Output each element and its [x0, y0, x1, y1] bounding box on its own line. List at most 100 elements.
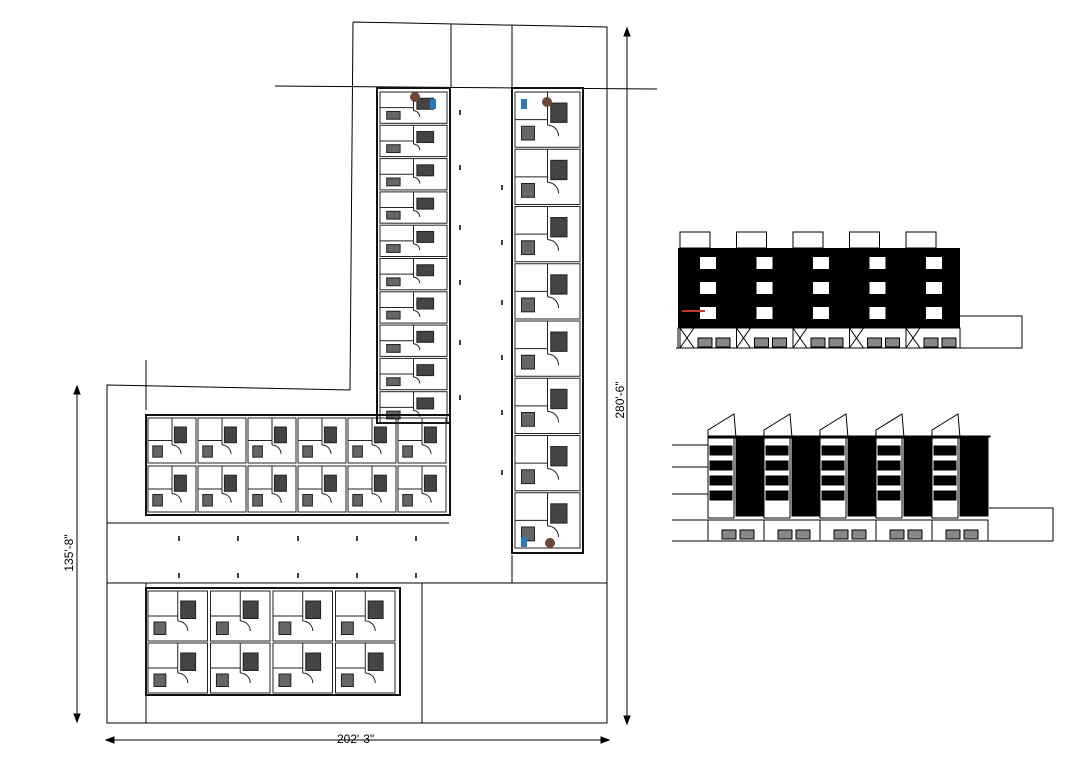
furniture — [416, 164, 435, 177]
furniture — [302, 494, 313, 507]
window-strip — [709, 460, 733, 471]
furniture — [305, 600, 322, 619]
furniture — [242, 600, 259, 619]
car — [885, 337, 900, 348]
car — [907, 529, 923, 540]
furniture — [521, 125, 535, 141]
car — [828, 337, 844, 348]
window-strip — [709, 490, 733, 501]
furniture — [202, 445, 213, 458]
furniture — [521, 412, 535, 427]
window — [700, 257, 716, 269]
door-swing — [240, 672, 251, 684]
car — [754, 337, 769, 348]
furniture — [252, 494, 263, 507]
furniture — [550, 159, 568, 181]
door-swing — [421, 493, 432, 503]
brace — [905, 327, 921, 349]
window — [926, 282, 942, 294]
door-swing — [547, 468, 560, 480]
furniture — [416, 230, 435, 243]
car — [867, 337, 882, 348]
furniture — [550, 102, 568, 123]
door-swing — [413, 409, 421, 417]
window — [813, 257, 829, 269]
window-strip — [821, 445, 845, 456]
furniture — [386, 144, 401, 154]
furniture — [373, 474, 387, 492]
furniture — [223, 474, 237, 492]
door-swing — [421, 444, 432, 455]
window — [756, 257, 773, 269]
south-block — [145, 587, 401, 696]
roof — [819, 413, 849, 439]
window — [756, 282, 773, 294]
car — [941, 337, 957, 348]
furniture — [352, 494, 363, 507]
furniture — [152, 445, 163, 458]
window-strip — [877, 490, 901, 501]
furniture — [302, 445, 313, 458]
site-boundary — [106, 21, 658, 724]
window-strip — [709, 445, 733, 456]
door-swing — [413, 243, 421, 251]
furniture — [402, 445, 413, 458]
car — [963, 529, 979, 540]
door-swing — [413, 110, 421, 118]
car — [739, 529, 755, 540]
parapet — [679, 231, 711, 249]
car — [697, 337, 713, 348]
brace — [792, 327, 808, 349]
car — [923, 337, 939, 348]
door-swing — [221, 493, 232, 503]
brace — [849, 327, 864, 349]
car — [715, 337, 731, 348]
furniture — [305, 652, 322, 671]
furniture — [386, 244, 401, 253]
window — [700, 307, 716, 319]
door-swing — [302, 672, 314, 684]
facade — [959, 435, 989, 517]
door-swing — [171, 493, 182, 503]
parapet — [849, 231, 880, 249]
front-elevation — [676, 231, 1023, 349]
right-height-dimension-label: 280'-6" — [613, 381, 627, 418]
furniture — [416, 330, 435, 343]
furniture — [273, 426, 287, 444]
brace — [679, 327, 695, 349]
car — [833, 529, 849, 540]
furniture — [423, 474, 437, 492]
car — [772, 337, 787, 348]
furniture — [416, 131, 435, 144]
furniture — [416, 297, 435, 310]
brace — [736, 327, 751, 349]
window-strip — [765, 475, 789, 486]
car — [810, 337, 826, 348]
car — [777, 529, 793, 540]
door-swing — [371, 493, 382, 503]
door-swing — [221, 444, 232, 455]
door-swing — [371, 444, 382, 455]
window-strip — [821, 460, 845, 471]
furniture — [153, 621, 167, 635]
window-strip — [877, 460, 901, 471]
parapet — [736, 231, 767, 249]
window-strip — [877, 475, 901, 486]
furniture — [386, 110, 401, 120]
window — [926, 307, 942, 319]
door-swing — [413, 310, 421, 317]
side-elevation — [672, 413, 1054, 542]
door-swing — [413, 143, 421, 151]
furniture — [180, 600, 197, 619]
window-strip — [821, 475, 845, 486]
window-strip — [933, 460, 957, 471]
road-markers — [178, 110, 503, 578]
furniture — [416, 197, 435, 210]
parapet — [905, 231, 937, 249]
furniture — [521, 183, 535, 198]
roof — [875, 413, 905, 439]
furniture — [278, 673, 292, 687]
furniture — [416, 397, 435, 410]
facade — [847, 435, 877, 517]
